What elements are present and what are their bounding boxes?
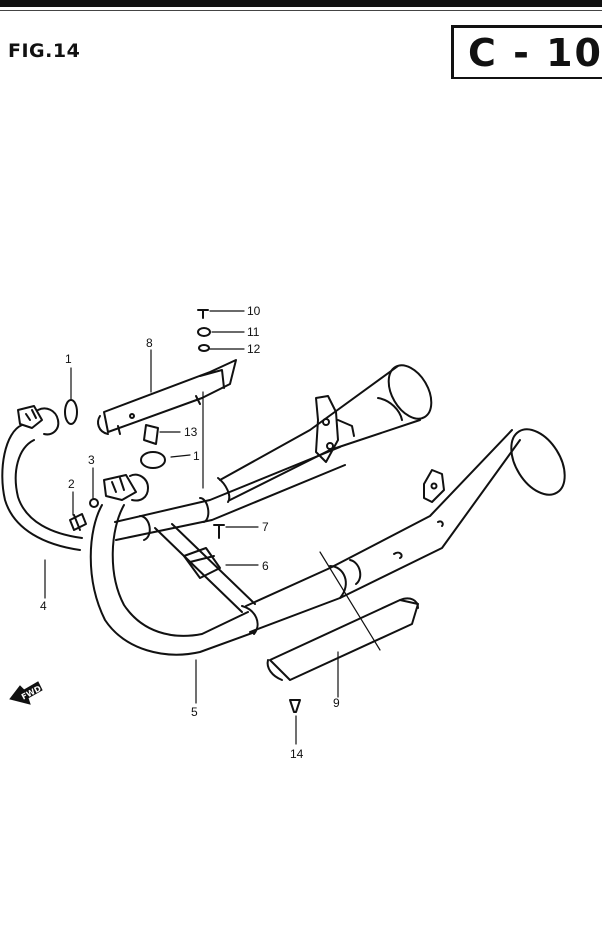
callout-4: 4 [40, 599, 47, 613]
bolt-7 [213, 524, 225, 539]
callout-7: 7 [262, 520, 269, 534]
exhaust-pipe-left [1, 405, 83, 551]
callout-3: 3 [88, 453, 95, 467]
callout-6: 6 [262, 559, 269, 573]
callout-11: 11 [247, 325, 260, 339]
callout-5: 5 [191, 705, 198, 719]
callout-12: 12 [247, 342, 261, 356]
callout-1-right: 1 [193, 449, 200, 463]
section-code: C - 10 [468, 31, 602, 75]
heat-shield-lower [266, 597, 419, 681]
figure-label: FIG.14 [8, 40, 81, 62]
callout-9: 9 [333, 696, 340, 710]
callout-14: 14 [290, 747, 304, 761]
leader-lines [44, 310, 381, 745]
exhaust-pipe-right [89, 473, 256, 656]
callout-1-left: 1 [65, 352, 72, 366]
muffler-lower [241, 428, 566, 635]
washer-3 [89, 498, 99, 508]
callout-10: 10 [247, 304, 261, 318]
muffler-upper [217, 364, 433, 503]
bolt-10 [197, 309, 209, 319]
forward-arrow-icon: FWD [9, 681, 43, 705]
bracket-13 [143, 424, 159, 445]
top-border-line [0, 10, 602, 11]
washer-12 [198, 344, 210, 352]
washer-11 [197, 327, 211, 337]
callout-2: 2 [68, 477, 75, 491]
crossover-pipe [114, 446, 346, 613]
heat-shield-upper [97, 359, 237, 435]
callout-13: 13 [184, 425, 198, 439]
gasket-right [140, 451, 166, 469]
top-border-bar [0, 0, 602, 7]
gasket-left [64, 399, 78, 425]
bolt-2 [69, 513, 87, 531]
screw-14 [289, 699, 301, 713]
callout-8: 8 [146, 336, 153, 350]
pipe-clamp [183, 547, 221, 579]
section-code-box: C - 10 [451, 25, 602, 79]
